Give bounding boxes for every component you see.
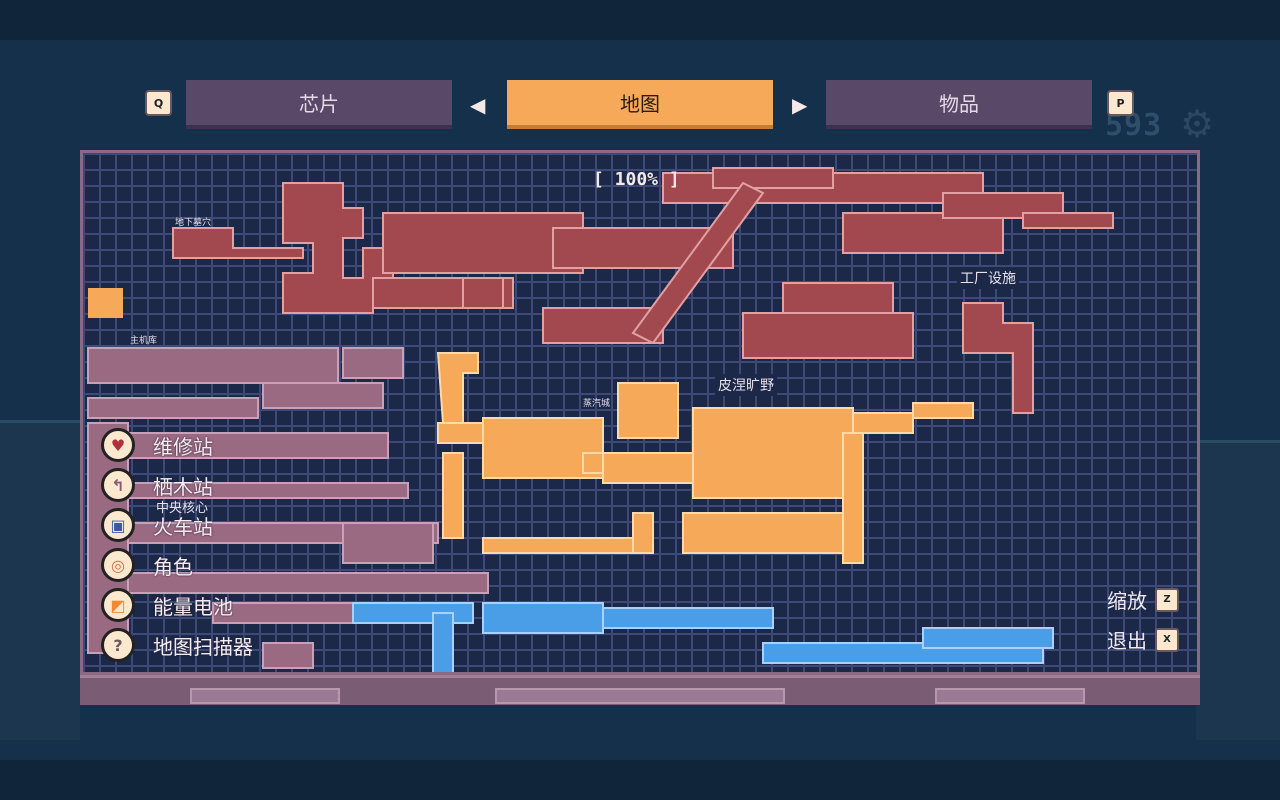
zoom-label: 缩放 [1107,589,1147,613]
legend-label: 栖木站 [153,474,213,499]
panel-base [80,675,1200,705]
legend-label: 地图扫描器 [153,634,253,659]
character-icon: ◎ [101,548,135,582]
region-label-factory: 工厂设施 [957,267,1019,289]
legend-label: 能量电池 [153,594,233,619]
background-machinery [0,420,80,740]
gear-icon: ⚙ [1180,102,1215,146]
question-icon: ? [101,628,135,662]
legend-item-train: ▣ 火车站 [101,505,253,545]
tab-map[interactable]: 地图 [507,80,773,129]
red-area [172,167,1114,414]
exit-control[interactable]: 退出 X [1107,625,1179,654]
region-label-wilds: 皮涅旷野 [715,374,777,396]
perch-icon: ↰ [101,468,135,502]
legend-item-battery: ◩ 能量电池 [101,585,253,625]
region-label-core: 中央核心 [156,501,209,516]
map-view[interactable]: [ 100% ] 地下墓穴 主机库 蒸汽城 皮涅旷野 工厂设施 中央核心 ♥ 维修… [83,153,1197,672]
map-legend: ♥ 维修站 ↰ 栖木站 ▣ 火车站 ◎ 角色 ◩ 能量电池 ? 地图扫描器 [101,425,253,665]
key-hint-q: Q [145,90,172,116]
exit-label: 退出 [1107,629,1147,653]
legend-item-repair: ♥ 维修站 [101,425,253,465]
legend-label: 角色 [153,554,193,579]
legend-item-character: ◎ 角色 [101,545,253,585]
background-machinery [1196,440,1280,740]
train-icon: ▣ [101,508,135,542]
zoom-control[interactable]: 缩放 Z [1107,585,1179,614]
tab-chips[interactable]: 芯片 [186,80,452,129]
region-label-catacombs: 地下墓穴 [175,218,212,228]
arrow-right-icon[interactable]: ▶ [792,93,808,117]
legend-item-perch: ↰ 栖木站 [101,465,253,505]
zoom-level: [ 100% ] [593,169,680,190]
blue-area [352,602,1054,672]
region-label-steam-city: 蒸汽城 [583,399,611,409]
battery-icon: ◩ [101,588,135,622]
orange-marker [88,288,123,318]
arrow-left-icon[interactable]: ◀ [470,93,486,117]
legend-label: 火车站 [153,514,213,539]
key-hint-x: X [1155,627,1179,652]
map-panel: [ 100% ] 地下墓穴 主机库 蒸汽城 皮涅旷野 工厂设施 中央核心 ♥ 维修… [80,150,1200,675]
heart-icon: ♥ [101,428,135,462]
key-hint-z: Z [1155,587,1179,612]
legend-item-scanner: ? 地图扫描器 [101,625,253,665]
region-label-hangar: 主机库 [130,336,158,346]
tab-items[interactable]: 物品 [826,80,1092,129]
legend-label: 维修站 [153,434,213,459]
orange-area [436,352,974,564]
key-hint-p: P [1107,90,1134,116]
